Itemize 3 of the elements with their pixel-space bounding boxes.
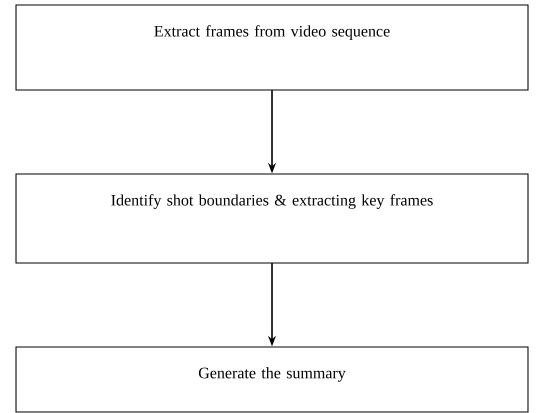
process-box: Extract frames from video sequence [15,4,529,91]
process-box: Generate the summary [15,346,529,413]
process-box: Identify shot boundaries & extracting key frames [15,173,529,264]
